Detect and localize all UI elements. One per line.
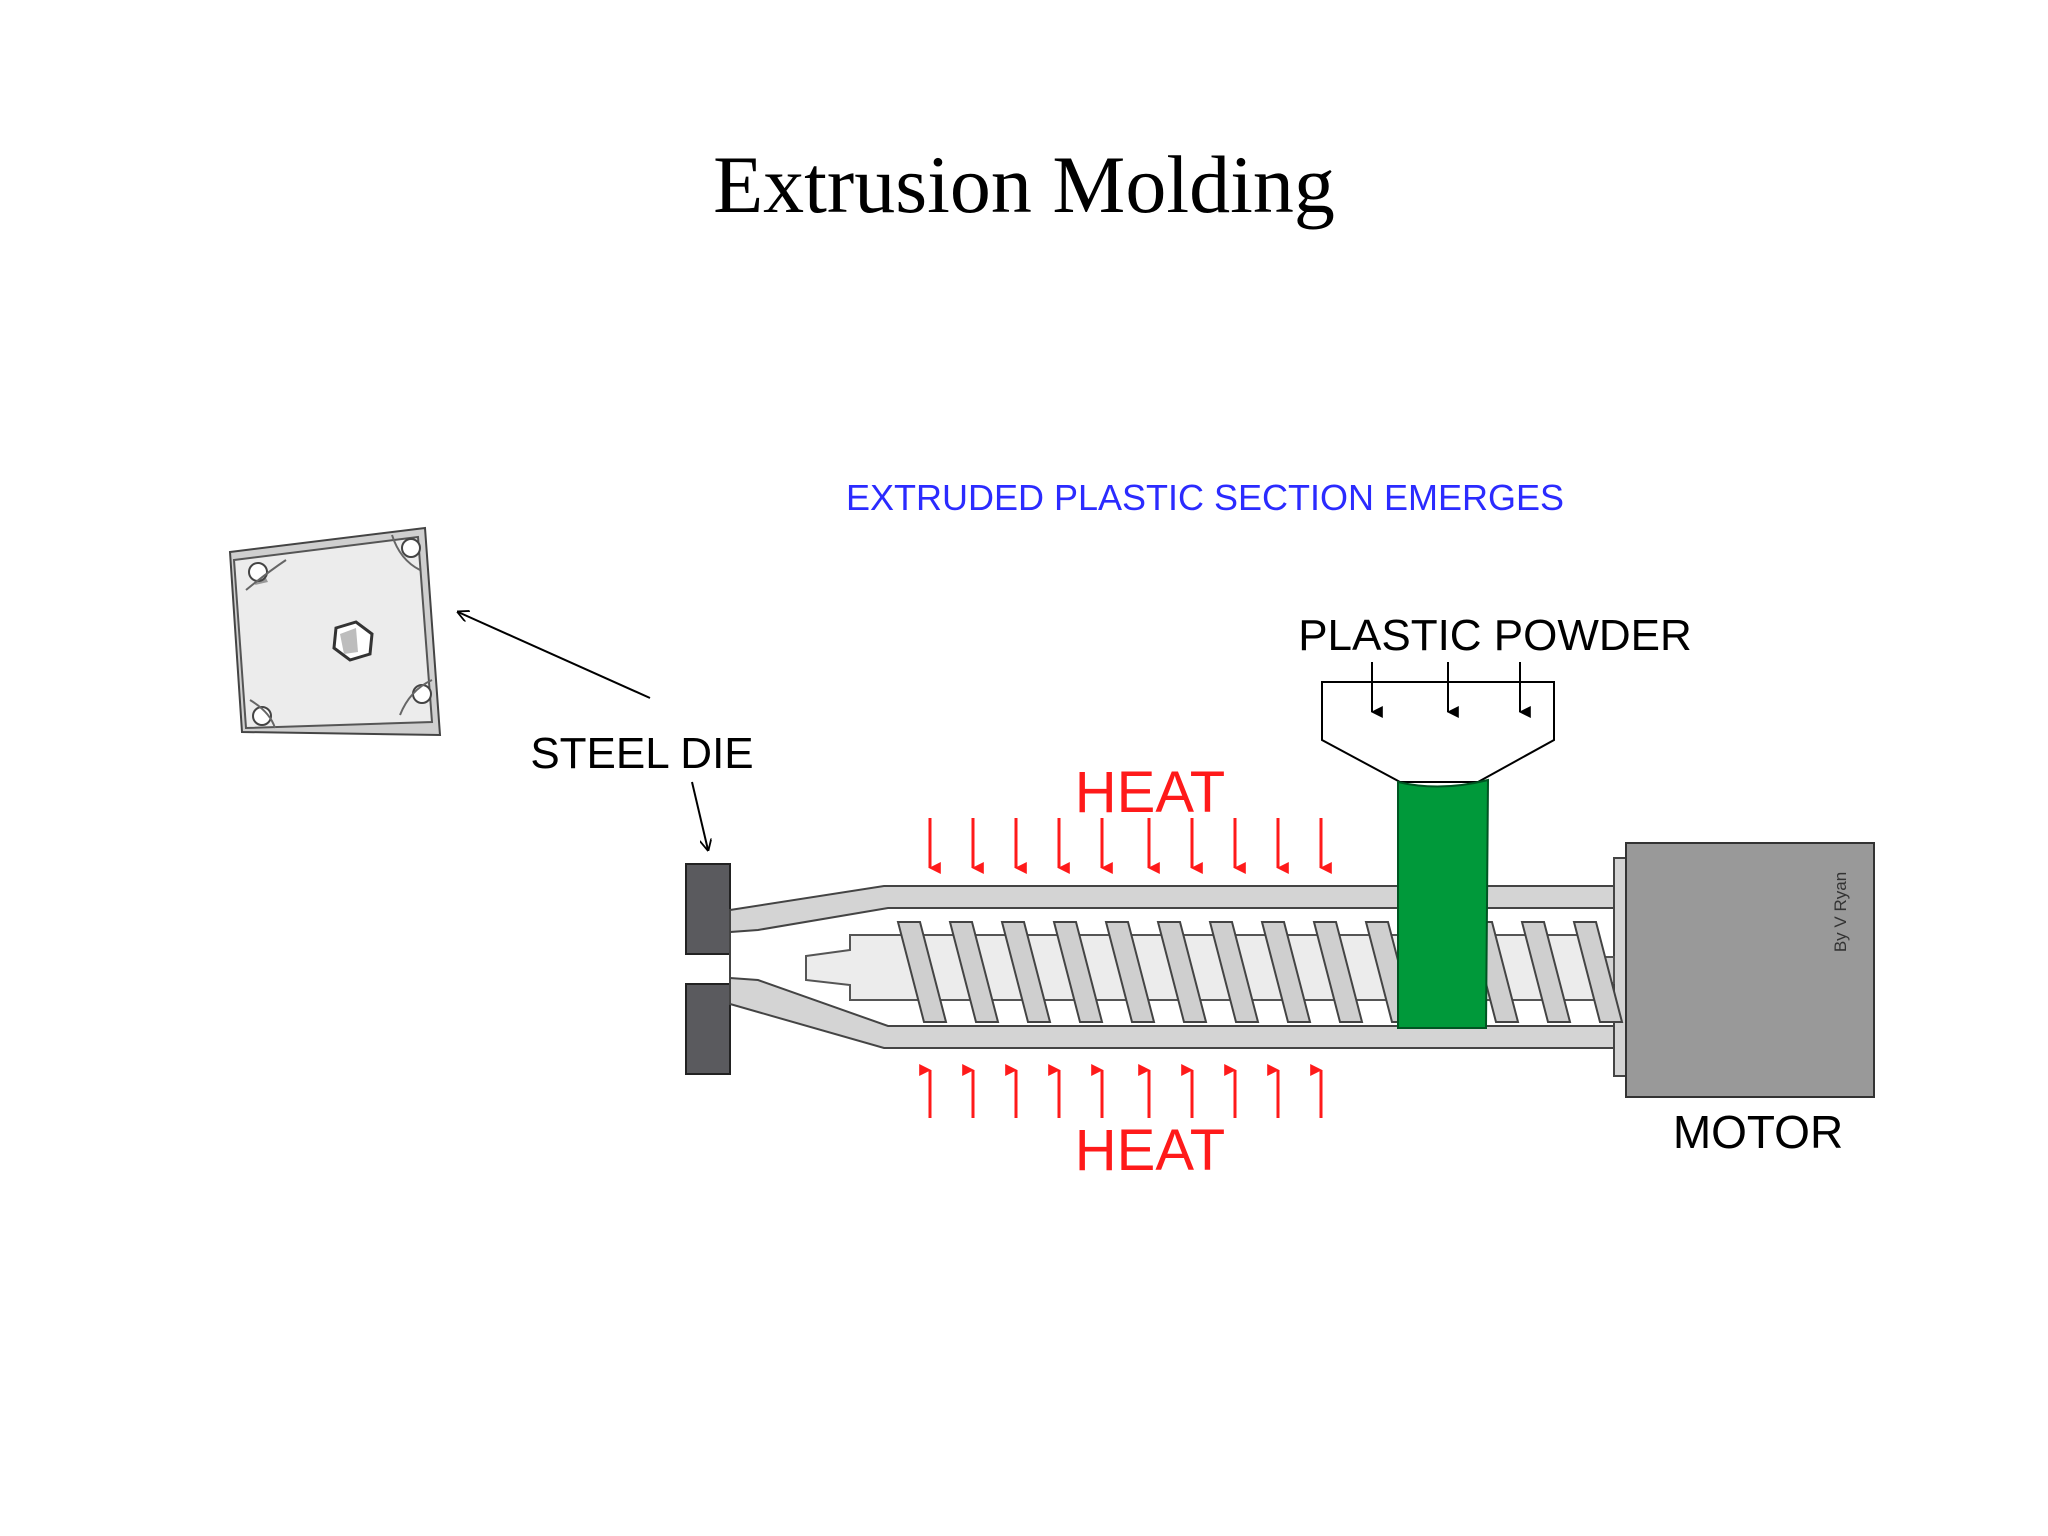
screw-flight [948,921,1000,1023]
extruded-section-image [228,526,442,737]
hopper [1321,662,1555,783]
slide-title: Extrusion Molding [713,139,1335,230]
screw-flight [1520,921,1572,1023]
motor [1625,842,1875,1098]
steel-die-label: STEEL DIE [530,729,753,778]
steel-die-top [685,863,731,955]
emerges-label: EXTRUDED PLASTIC SECTION EMERGES [846,477,1564,518]
screw-flight [1000,921,1052,1023]
screw [805,921,1624,1023]
plastic-feed [1397,778,1490,1029]
credit-label: By V Ryan [1831,872,1850,952]
steel-die-bottom [685,983,731,1075]
heat-top-label: HEAT [1075,760,1225,825]
screw-flight [1312,921,1364,1023]
screw-flight [1052,921,1104,1023]
screw-flight [1208,921,1260,1023]
screw-flight [1156,921,1208,1023]
motor-label: MOTOR [1673,1106,1843,1158]
screw-flight [1260,921,1312,1023]
screw-flight [896,921,948,1023]
plastic-powder-label: PLASTIC POWDER [1298,611,1692,660]
screw-flight [1572,921,1624,1023]
die-to-product-arrow [458,612,651,699]
steel-die-arrow [691,781,708,850]
screw-flight [1104,921,1156,1023]
heat-bottom-label: HEAT [1075,1118,1225,1183]
heat-arrows [919,818,1332,1118]
